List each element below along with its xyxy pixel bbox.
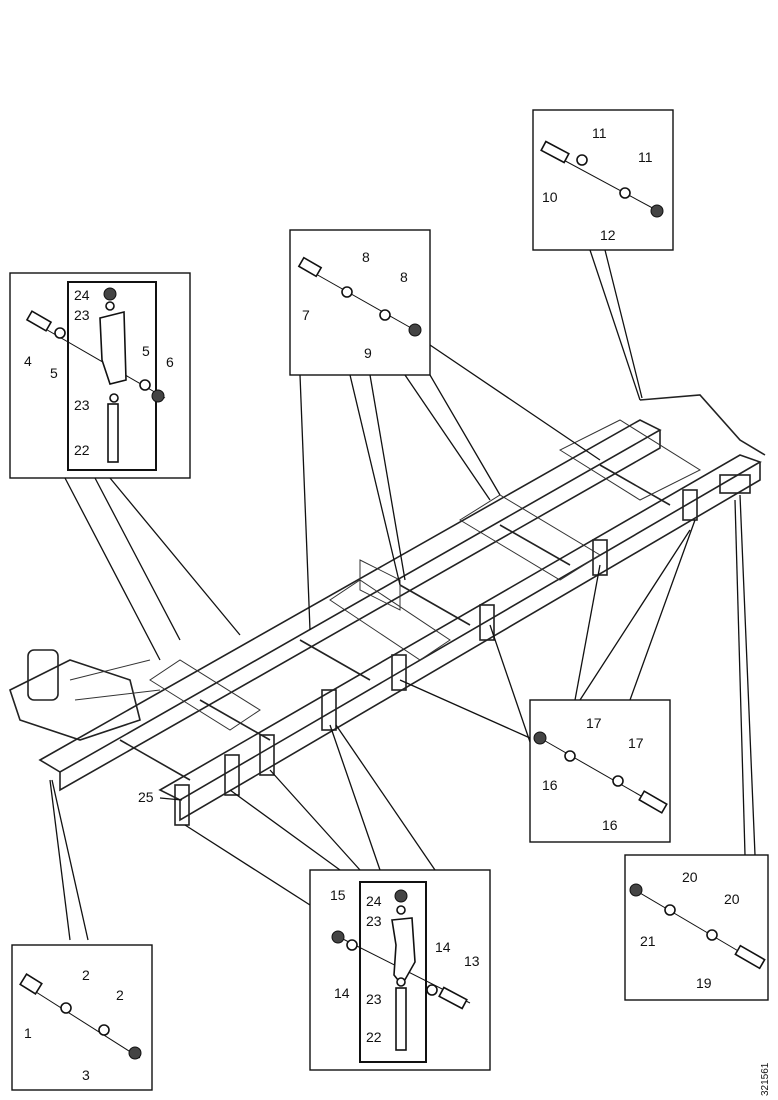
label-part-15: 15 bbox=[330, 887, 346, 903]
label-part-5: 5 bbox=[50, 365, 58, 381]
label-part-5: 5 bbox=[142, 343, 150, 359]
label-part-3: 3 bbox=[82, 1067, 90, 1083]
label-part-16: 16 bbox=[602, 817, 618, 833]
label-part-13: 13 bbox=[464, 953, 480, 969]
leader-lines bbox=[49, 249, 756, 941]
label-part-17: 17 bbox=[628, 735, 644, 751]
label-part-24: 24 bbox=[74, 287, 90, 303]
label-part-14: 14 bbox=[435, 939, 451, 955]
label-part-1: 1 bbox=[24, 1025, 32, 1041]
label-part-24: 24 bbox=[366, 893, 382, 909]
detail-box-d bbox=[532, 109, 674, 251]
label-part-23: 23 bbox=[366, 913, 382, 929]
detail-box-a bbox=[11, 944, 153, 1091]
drawing-code: 321561 bbox=[760, 1062, 771, 1096]
label-part-23: 23 bbox=[74, 307, 90, 323]
label-part-2: 2 bbox=[82, 967, 90, 983]
label-part-2: 2 bbox=[116, 987, 124, 1003]
label-part-25: 25 bbox=[138, 789, 154, 805]
chassis-frame bbox=[9, 394, 766, 822]
detail-box-f bbox=[624, 854, 769, 1001]
label-part-23: 23 bbox=[74, 397, 90, 413]
label-part-20: 20 bbox=[682, 869, 698, 885]
label-part-10: 10 bbox=[542, 189, 558, 205]
label-part-22: 22 bbox=[74, 442, 90, 458]
detail-box-b bbox=[9, 272, 191, 479]
label-part-23: 23 bbox=[366, 991, 382, 1007]
label-part-8: 8 bbox=[400, 269, 408, 285]
label-part-17: 17 bbox=[586, 715, 602, 731]
label-part-20: 20 bbox=[724, 891, 740, 907]
detail-box-e bbox=[529, 699, 671, 843]
detail-box-g bbox=[309, 869, 491, 1071]
label-part-7: 7 bbox=[302, 307, 310, 323]
label-part-21: 21 bbox=[640, 933, 656, 949]
label-part-11: 11 bbox=[638, 149, 653, 165]
label-part-4: 4 bbox=[24, 353, 32, 369]
label-part-22: 22 bbox=[366, 1029, 382, 1045]
label-part-19: 19 bbox=[696, 975, 712, 991]
detail-box-c bbox=[289, 229, 431, 376]
frame-brackets bbox=[174, 489, 698, 826]
part-number-labels: 1 2 2 3 4 5 5 6 24 23 23 22 7 8 8 9 10 1… bbox=[24, 125, 740, 1083]
label-part-11: 11 bbox=[592, 125, 607, 141]
label-part-12: 12 bbox=[600, 227, 616, 243]
label-part-9: 9 bbox=[364, 345, 372, 361]
label-part-16: 16 bbox=[542, 777, 558, 793]
label-part-8: 8 bbox=[362, 249, 370, 265]
label-part-6: 6 bbox=[166, 354, 174, 370]
label-part-14: 14 bbox=[334, 985, 350, 1001]
